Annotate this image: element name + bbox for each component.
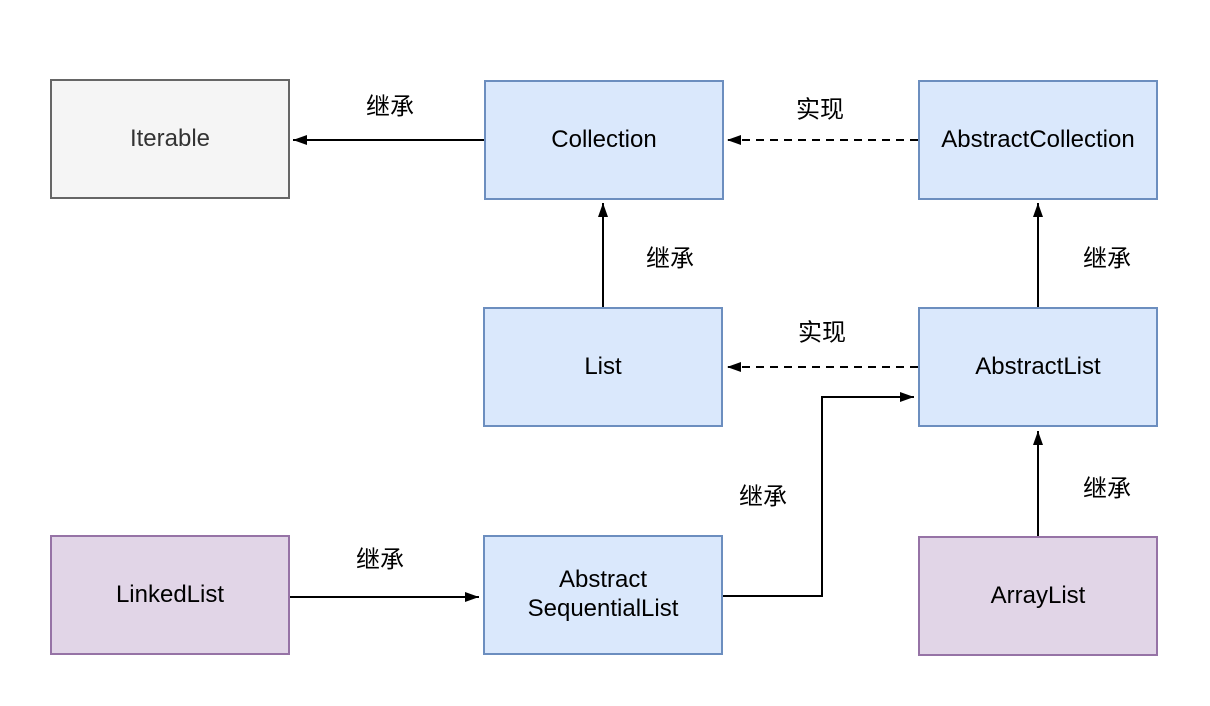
node-iterable: Iterable bbox=[50, 79, 290, 199]
node-abstract-sequential-list-label-line1: Abstract bbox=[558, 566, 648, 594]
node-abstract-list: AbstractList bbox=[918, 307, 1158, 427]
edge-label-abstract-list-to-abstract-collection: 继承 bbox=[1083, 245, 1131, 273]
node-linked-list: LinkedList bbox=[50, 535, 290, 655]
node-abstract-sequential-list-label-line2: SequentialList bbox=[527, 595, 679, 622]
node-abstract-collection: AbstractCollection bbox=[918, 80, 1158, 200]
node-collection: Collection bbox=[484, 80, 724, 200]
edge-label-array-list-to-abstract-list: 继承 bbox=[1083, 475, 1131, 503]
edge-label-abstract-list-to-list: 实现 bbox=[798, 319, 846, 347]
node-abstract-sequential-list: Abstract SequentialList bbox=[483, 535, 723, 655]
node-iterable-label: Iterable bbox=[129, 124, 211, 152]
node-linked-list-label: LinkedList bbox=[115, 580, 225, 608]
edge-label-list-to-collection: 继承 bbox=[646, 245, 694, 273]
node-collection-label: Collection bbox=[551, 125, 657, 153]
edge-label-abstract-sequential-list-to-abstract-list: 继承 bbox=[739, 483, 787, 511]
node-list: List bbox=[483, 307, 723, 427]
node-array-list-label: ArrayList bbox=[990, 581, 1086, 609]
edge-abstract-sequential-list-to-abstract-list bbox=[723, 392, 914, 597]
node-list-label: List bbox=[584, 352, 622, 380]
edge-label-linked-list-to-abstract-sequential-list: 继承 bbox=[356, 546, 404, 574]
edge-label-abstract-collection-to-collection: 实现 bbox=[796, 96, 844, 124]
node-abstract-list-label: AbstractList bbox=[975, 352, 1101, 380]
node-abstract-collection-label: AbstractCollection bbox=[941, 125, 1135, 153]
node-array-list: ArrayList bbox=[918, 536, 1158, 656]
edge-label-collection-to-iterable: 继承 bbox=[366, 93, 414, 121]
